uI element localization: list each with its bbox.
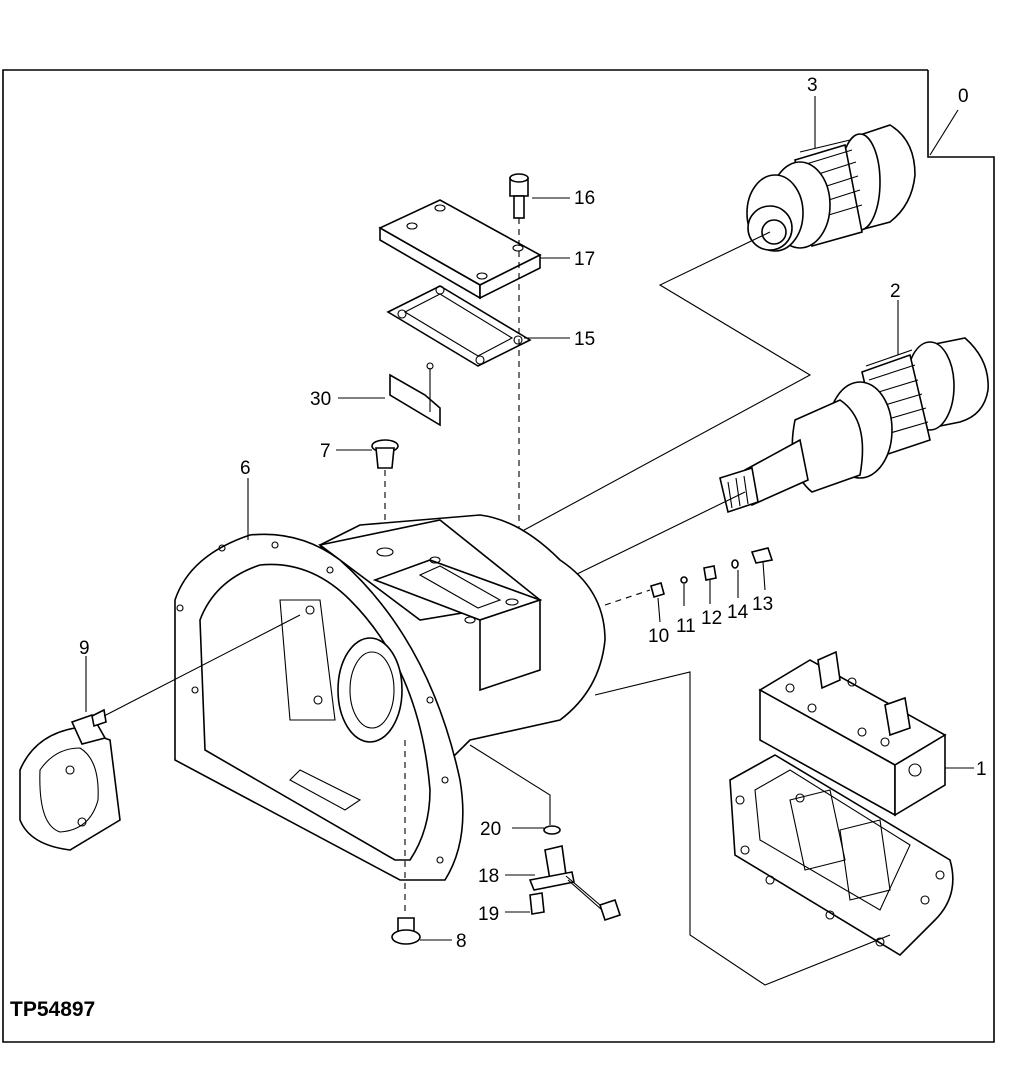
callout-leaders bbox=[85, 96, 974, 941]
callout-19: 19 bbox=[478, 904, 499, 925]
callout-2: 2 bbox=[890, 281, 901, 302]
part-30-bracket bbox=[389, 362, 441, 427]
callout-11: 11 bbox=[676, 616, 696, 637]
callout-17: 17 bbox=[574, 249, 595, 270]
part-19-screw bbox=[529, 892, 545, 915]
part-3-clutch-pack bbox=[746, 124, 916, 252]
callout-12: 12 bbox=[701, 608, 722, 629]
part-9-pump bbox=[19, 708, 121, 851]
figure-id: TP54897 bbox=[10, 998, 95, 1021]
part-20-o-ring bbox=[543, 825, 561, 835]
callout-14: 14 bbox=[727, 602, 749, 623]
leader-part-3-to-housing bbox=[514, 231, 812, 536]
callout-10: 10 bbox=[648, 626, 669, 647]
part-1-valve-assembly bbox=[729, 650, 954, 957]
callout-7: 7 bbox=[320, 441, 331, 462]
callout-20: 20 bbox=[480, 819, 501, 840]
callout-3: 3 bbox=[807, 75, 818, 96]
callout-16: 16 bbox=[574, 188, 595, 209]
part-17-cover-plate bbox=[378, 199, 542, 300]
part-18-sensor bbox=[528, 845, 622, 922]
callout-9: 9 bbox=[79, 638, 90, 659]
callout-1: 1 bbox=[976, 759, 987, 780]
callout-30: 30 bbox=[310, 389, 331, 410]
callout-8: 8 bbox=[456, 931, 467, 952]
part-8-drain-plug bbox=[391, 917, 421, 945]
callout-13: 13 bbox=[752, 594, 773, 615]
fittings-10-14 bbox=[650, 547, 774, 599]
frame-border bbox=[2, 69, 995, 1043]
part-15-gasket bbox=[386, 285, 532, 367]
callout-0: 0 bbox=[958, 86, 969, 107]
part-6-housing bbox=[174, 514, 606, 881]
part-7-plug bbox=[371, 439, 399, 469]
callout-18: 18 bbox=[478, 866, 499, 887]
callout-6: 6 bbox=[240, 458, 251, 479]
leader-part-1-to-housing bbox=[594, 671, 891, 986]
part-16-cap-screw bbox=[509, 173, 529, 219]
part-2-shaft-gear bbox=[719, 337, 989, 514]
callout-15: 15 bbox=[574, 329, 595, 350]
